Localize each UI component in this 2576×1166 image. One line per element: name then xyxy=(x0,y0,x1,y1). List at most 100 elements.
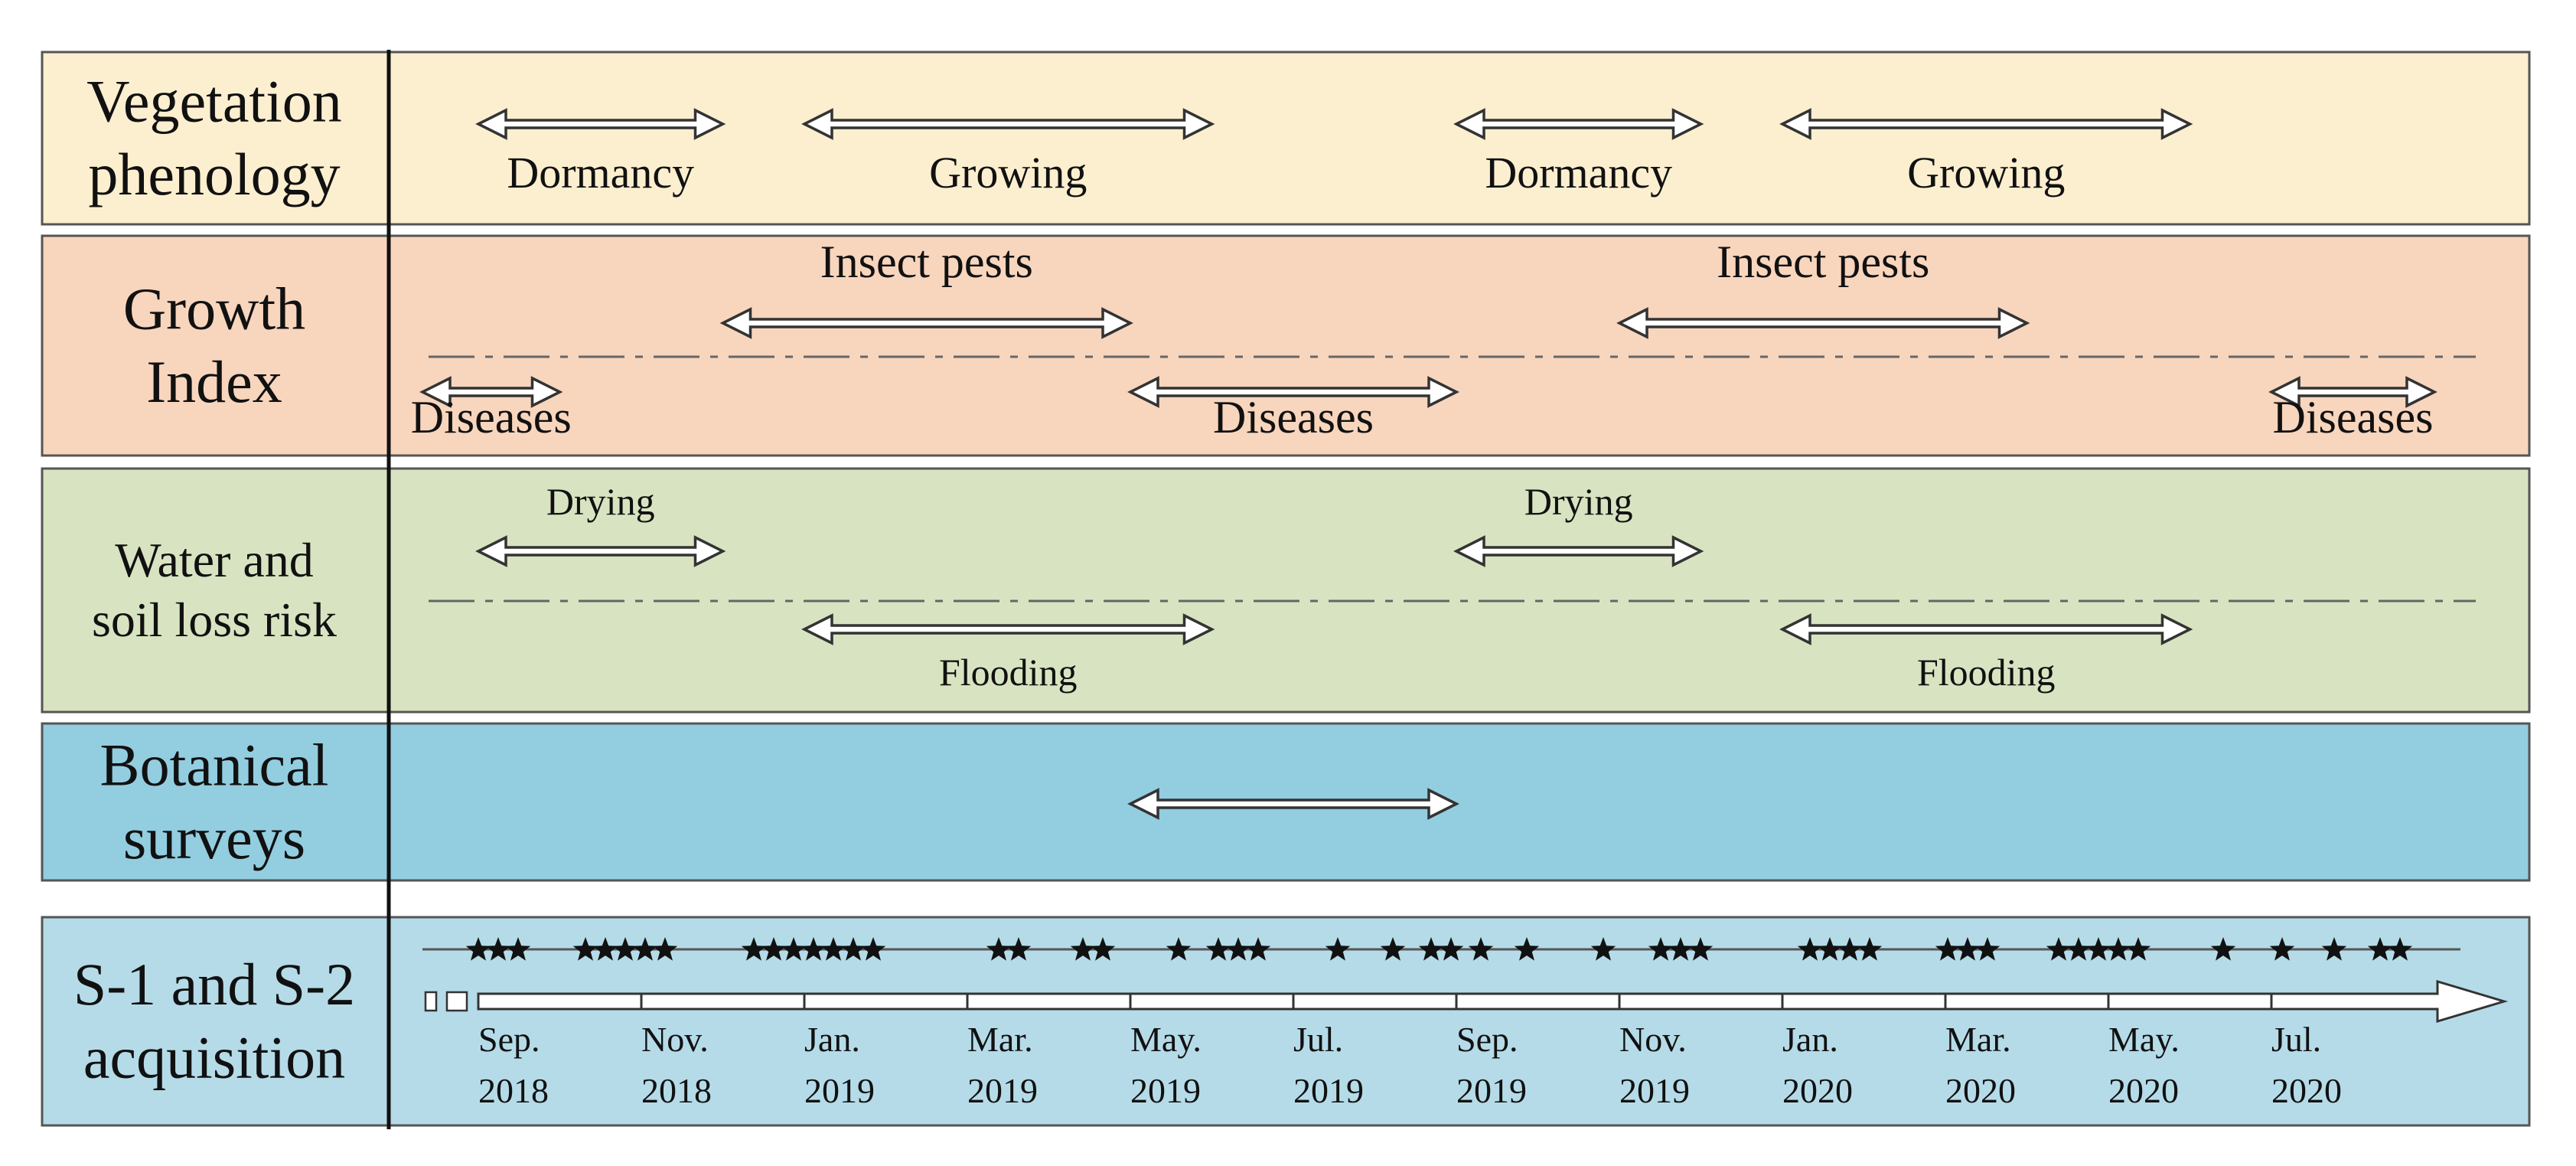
acquisition-star xyxy=(801,937,827,961)
acquisition-star xyxy=(2046,937,2072,961)
arrow-vegetation xyxy=(475,108,726,140)
acquisition-star xyxy=(1090,937,1116,961)
tick-year-label: 2019 xyxy=(1293,1071,1364,1110)
tick-year-label: 2018 xyxy=(641,1071,712,1110)
tick-year-label: 2019 xyxy=(1130,1071,1201,1110)
tick-year-label: 2019 xyxy=(804,1071,875,1110)
acquisition-star xyxy=(2125,937,2151,961)
arrow-water xyxy=(1453,535,1704,567)
arrow-growth xyxy=(419,376,563,408)
arrow-growth xyxy=(1127,376,1459,408)
arrow-label: Flooding xyxy=(939,651,1078,694)
tick-year-label: 2020 xyxy=(1945,1071,2016,1110)
arrow-water xyxy=(1779,613,2193,645)
row-label-acquisition: acquisition xyxy=(83,1024,345,1090)
tick-month-label: Jul. xyxy=(1293,1020,1343,1059)
arrow-growth xyxy=(1616,307,2030,339)
acquisition-star xyxy=(2387,937,2413,961)
acquisition-star xyxy=(572,937,598,961)
acquisition-star xyxy=(652,937,678,961)
acquisition-star xyxy=(1514,937,1540,961)
acquisition-star xyxy=(1817,937,1843,961)
acquisition-star xyxy=(465,937,491,961)
acquisition-star xyxy=(1668,937,1694,961)
acquisition-star xyxy=(1325,937,1351,961)
tick-month-label: Sep. xyxy=(1456,1020,1518,1059)
acquisition-star xyxy=(1006,937,1032,961)
tick-year-label: 2020 xyxy=(2108,1071,2179,1110)
acquisition-star xyxy=(485,937,511,961)
acquisition-star xyxy=(1955,937,1981,961)
arrow-water xyxy=(801,613,1215,645)
tick-month-label: Mar. xyxy=(1945,1020,2011,1059)
row-label-growth: Growth xyxy=(123,276,305,342)
tick-year-label: 2019 xyxy=(1456,1071,1527,1110)
arrow-label: Dormancy xyxy=(507,148,694,198)
acquisition-star xyxy=(2269,937,2295,961)
acquisition-star xyxy=(2321,937,2347,961)
acquisition-star xyxy=(1070,937,1096,961)
acquisition-star xyxy=(1857,937,1883,961)
row-panel-water xyxy=(41,467,2531,714)
acquisition-star xyxy=(1205,937,1231,961)
arrow-label: Dormancy xyxy=(1485,148,1672,198)
row-label-growth: Index xyxy=(146,348,282,415)
tick-year-label: 2019 xyxy=(1619,1071,1690,1110)
acquisition-star xyxy=(1687,937,1714,961)
acquisition-star xyxy=(1974,937,2000,961)
acquisition-star xyxy=(1648,937,1674,961)
acquisition-star xyxy=(612,937,638,961)
arrow-vegetation xyxy=(801,108,1215,140)
tick-month-label: Sep. xyxy=(478,1020,540,1059)
acquisition-star xyxy=(592,937,618,961)
acquisition-star xyxy=(741,937,767,961)
acquisition-star xyxy=(505,937,531,961)
arrow-label: Diseases xyxy=(411,392,572,443)
acquisition-star xyxy=(1468,937,1494,961)
acquisition-star xyxy=(1837,937,1863,961)
arrow-label: Diseases xyxy=(1213,392,1374,443)
tick-month-label: Nov. xyxy=(1619,1020,1687,1059)
tick-month-label: Jan. xyxy=(804,1020,860,1059)
acquisition-star xyxy=(986,937,1012,961)
tick-month-label: Jan. xyxy=(1782,1020,1838,1059)
tick-month-label: Mar. xyxy=(967,1020,1033,1059)
arrow-vegetation xyxy=(1453,108,1704,140)
acquisition-star xyxy=(632,937,658,961)
tick-year-label: 2019 xyxy=(967,1071,1038,1110)
acquisition-star xyxy=(2085,937,2111,961)
tick-month-label: May. xyxy=(1130,1020,1202,1059)
acquisition-star xyxy=(1935,937,1961,961)
arrow-label: Insect pests xyxy=(1717,237,1929,287)
arrow-growth xyxy=(2268,376,2437,408)
tick-month-label: Nov. xyxy=(641,1020,709,1059)
row-label-water: soil loss risk xyxy=(92,593,337,647)
arrow-label: Insect pests xyxy=(820,237,1033,287)
acquisition-star xyxy=(860,937,886,961)
acquisition-star xyxy=(1166,937,1192,961)
row-label-botanical: surveys xyxy=(123,805,305,871)
row-label-water: Water and xyxy=(115,533,314,587)
arrow-label: Drying xyxy=(546,480,655,523)
acquisition-star xyxy=(781,937,807,961)
row-label-botanical: Botanical xyxy=(100,732,329,799)
acquisition-star xyxy=(1797,937,1823,961)
arrow-label: Drying xyxy=(1524,480,1633,523)
tick-month-label: Jul. xyxy=(2271,1020,2321,1059)
arrow-growth xyxy=(719,307,1133,339)
arrow-label: Growing xyxy=(1907,148,2065,198)
row-label-vegetation: phenology xyxy=(88,141,340,207)
arrow-label: Flooding xyxy=(1917,651,2056,694)
arrow-vegetation xyxy=(1779,108,2193,140)
row-panel-growth xyxy=(41,234,2531,457)
acquisition-star xyxy=(1380,937,1406,961)
timeline-start-box xyxy=(445,991,468,1012)
tick-year-label: 2020 xyxy=(1782,1071,1853,1110)
row-label-acquisition: S-1 and S-2 xyxy=(73,951,355,1017)
tick-year-label: 2020 xyxy=(2271,1071,2342,1110)
acquisition-star xyxy=(2210,937,2236,961)
tick-year-label: 2018 xyxy=(478,1071,549,1110)
acquisition-star xyxy=(1438,937,1464,961)
